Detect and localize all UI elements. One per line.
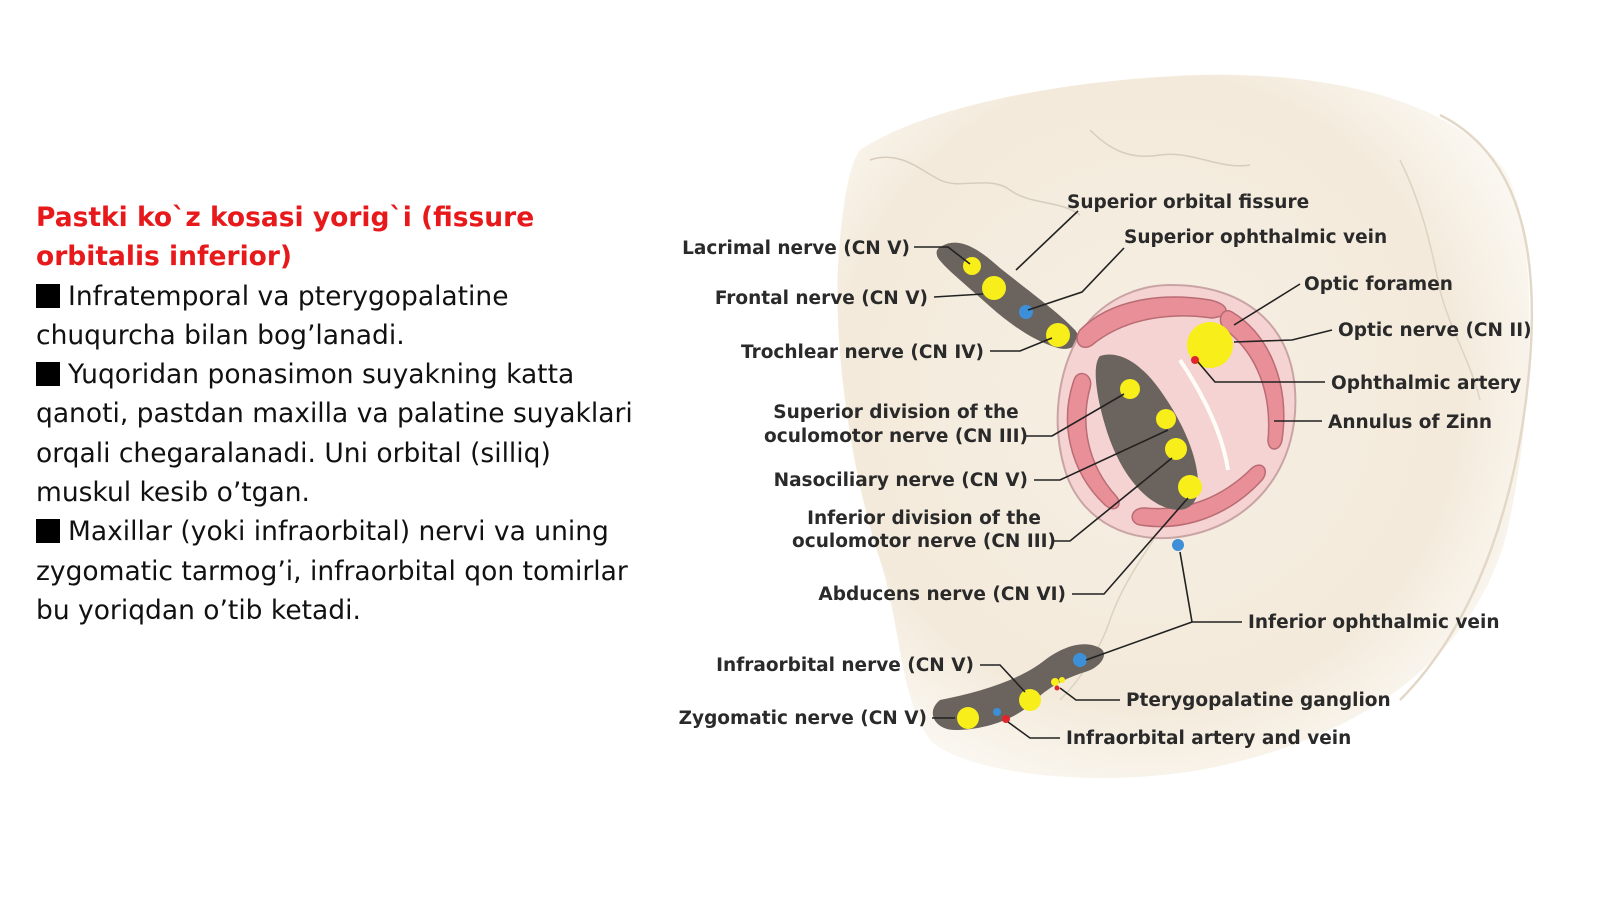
leader-ophthalmic-artery <box>1197 361 1325 383</box>
inferior-rectus-muscle <box>1131 464 1266 528</box>
bone-suture-line <box>1399 159 1481 401</box>
superior-rectus-muscle <box>1076 296 1227 349</box>
label-inferior-division-line1: Inferior division of the <box>807 508 1041 529</box>
leader-pterygopalatine-ganglion <box>1059 687 1120 701</box>
label-zygomatic-nerve: Zygomatic nerve (CN V) <box>679 708 927 729</box>
pterygopalatine-artery-dot <box>1054 685 1060 691</box>
label-pterygopalatine-ganglion: Pterygopalatine ganglion <box>1126 690 1391 711</box>
leader-trochlear-nerve <box>990 337 1053 352</box>
label-inferior-ophthalmic-vein: Inferior ophthalmic vein <box>1248 612 1500 633</box>
label-infraorbital-artery-vein: Infraorbital artery and vein <box>1066 728 1351 749</box>
optic-nerve-dot <box>1187 322 1233 368</box>
inferior-orbital-fissure <box>932 644 1105 730</box>
label-nasociliary-nerve: Nasociliary nerve (CN V) <box>774 470 1028 491</box>
pterygopalatine-ganglion-dot <box>1059 677 1065 683</box>
label-trochlear-nerve: Trochlear nerve (CN IV) <box>741 342 984 363</box>
infraorbital-nerve-dot <box>1019 689 1041 711</box>
label-optic-foramen: Optic foramen <box>1304 274 1453 295</box>
leader-inferior-division <box>1052 457 1173 542</box>
bullet-item: Yuqoridan ponasimon suyakning katta qano… <box>36 355 636 512</box>
zygomatic-nerve-dot <box>957 707 979 729</box>
bone-suture-line <box>1059 529 1161 701</box>
medial-rectus-muscle <box>1066 372 1120 510</box>
leader-optic-nerve <box>1233 329 1333 343</box>
label-superior-orbital-fissure: Superior orbital fissure <box>1067 192 1309 213</box>
ophthalmic-artery-dot <box>1191 356 1199 364</box>
leader-inferior-ophthalmic-vein-lower <box>1085 621 1193 661</box>
bullet-item: Maxillar (yoki infraorbital) nervi va un… <box>36 512 636 630</box>
oculomotor-inferior-dot-2 <box>1178 475 1202 499</box>
bullet-item: Infratemporal va pterygopalatine chuqurc… <box>36 277 636 356</box>
bone-suture-line <box>1089 129 1251 167</box>
leader-superior-orbital-fissure <box>1015 210 1079 271</box>
leader-optic-foramen <box>1233 283 1301 326</box>
leader-nasociliary-nerve <box>1034 429 1169 481</box>
frontal-nerve-dot <box>982 276 1006 300</box>
bullet-text: Yuqoridan ponasimon suyakning katta qano… <box>36 359 633 509</box>
leader-superior-ophthalmic-vein <box>1027 247 1125 311</box>
label-ophthalmic-artery: Ophthalmic artery <box>1331 373 1521 394</box>
pterygopalatine-ganglion-dot <box>1051 678 1059 686</box>
infraorbital-artery-dot <box>1002 715 1010 723</box>
label-inferior-division-line2: oculomotor nerve (CN III) <box>792 531 1056 552</box>
label-superior-division-line2: oculomotor nerve (CN III) <box>764 426 1028 447</box>
label-abducens-nerve: Abducens nerve (CN VI) <box>818 584 1066 605</box>
bullet-text: Maxillar (yoki infraorbital) nervi va un… <box>36 516 628 626</box>
square-bullet-icon <box>36 362 60 387</box>
label-frontal-nerve: Frontal nerve (CN V) <box>715 288 928 309</box>
bullet-text: Infratemporal va pterygopalatine chuqurc… <box>36 280 509 351</box>
label-optic-nerve: Optic nerve (CN II) <box>1338 320 1532 341</box>
inferior-ophthalmic-vein-dot-1 <box>1172 539 1184 551</box>
annulus-of-zinn <box>1056 283 1297 540</box>
label-superior-ophthalmic-vein: Superior ophthalmic vein <box>1124 227 1387 248</box>
inferior-ophthalmic-vein-dot-2 <box>1073 653 1087 667</box>
label-infraorbital-nerve: Infraorbital nerve (CN V) <box>716 655 974 676</box>
oculomotor-inferior-dot-1 <box>1165 438 1187 460</box>
infraorbital-vein-dot <box>993 708 1001 716</box>
superior-division-dot <box>1120 379 1140 399</box>
square-bullet-icon <box>36 519 60 544</box>
label-superior-division-line1: Superior division of the <box>773 402 1018 423</box>
fissure-rim <box>1178 358 1230 471</box>
leader-superior-division <box>1024 393 1125 437</box>
label-annulus-of-zinn: Annulus of Zinn <box>1328 412 1492 433</box>
text-block: Pastki ko`z kosasi yorig`i (fissure orbi… <box>36 198 636 630</box>
leader-frontal-nerve <box>933 293 984 298</box>
leader-abducens-nerve <box>1072 497 1189 595</box>
square-bullet-icon <box>36 283 60 308</box>
bone-edge-line <box>1399 113 1534 701</box>
nasociliary-nerve-dot <box>1156 409 1176 429</box>
superior-ophthalmic-vein-dot <box>1019 305 1033 319</box>
bone-suture-line <box>869 156 1081 216</box>
leader-lacrimal-nerve <box>914 246 971 265</box>
label-lacrimal-nerve: Lacrimal nerve (CN V) <box>682 238 910 259</box>
section-heading: Pastki ko`z kosasi yorig`i (fissure orbi… <box>36 202 535 273</box>
trochlear-nerve-dot <box>1046 323 1070 347</box>
leader-infraorbital-nerve <box>980 664 1026 693</box>
leader-infraorbital-artery-vein <box>1007 721 1060 739</box>
